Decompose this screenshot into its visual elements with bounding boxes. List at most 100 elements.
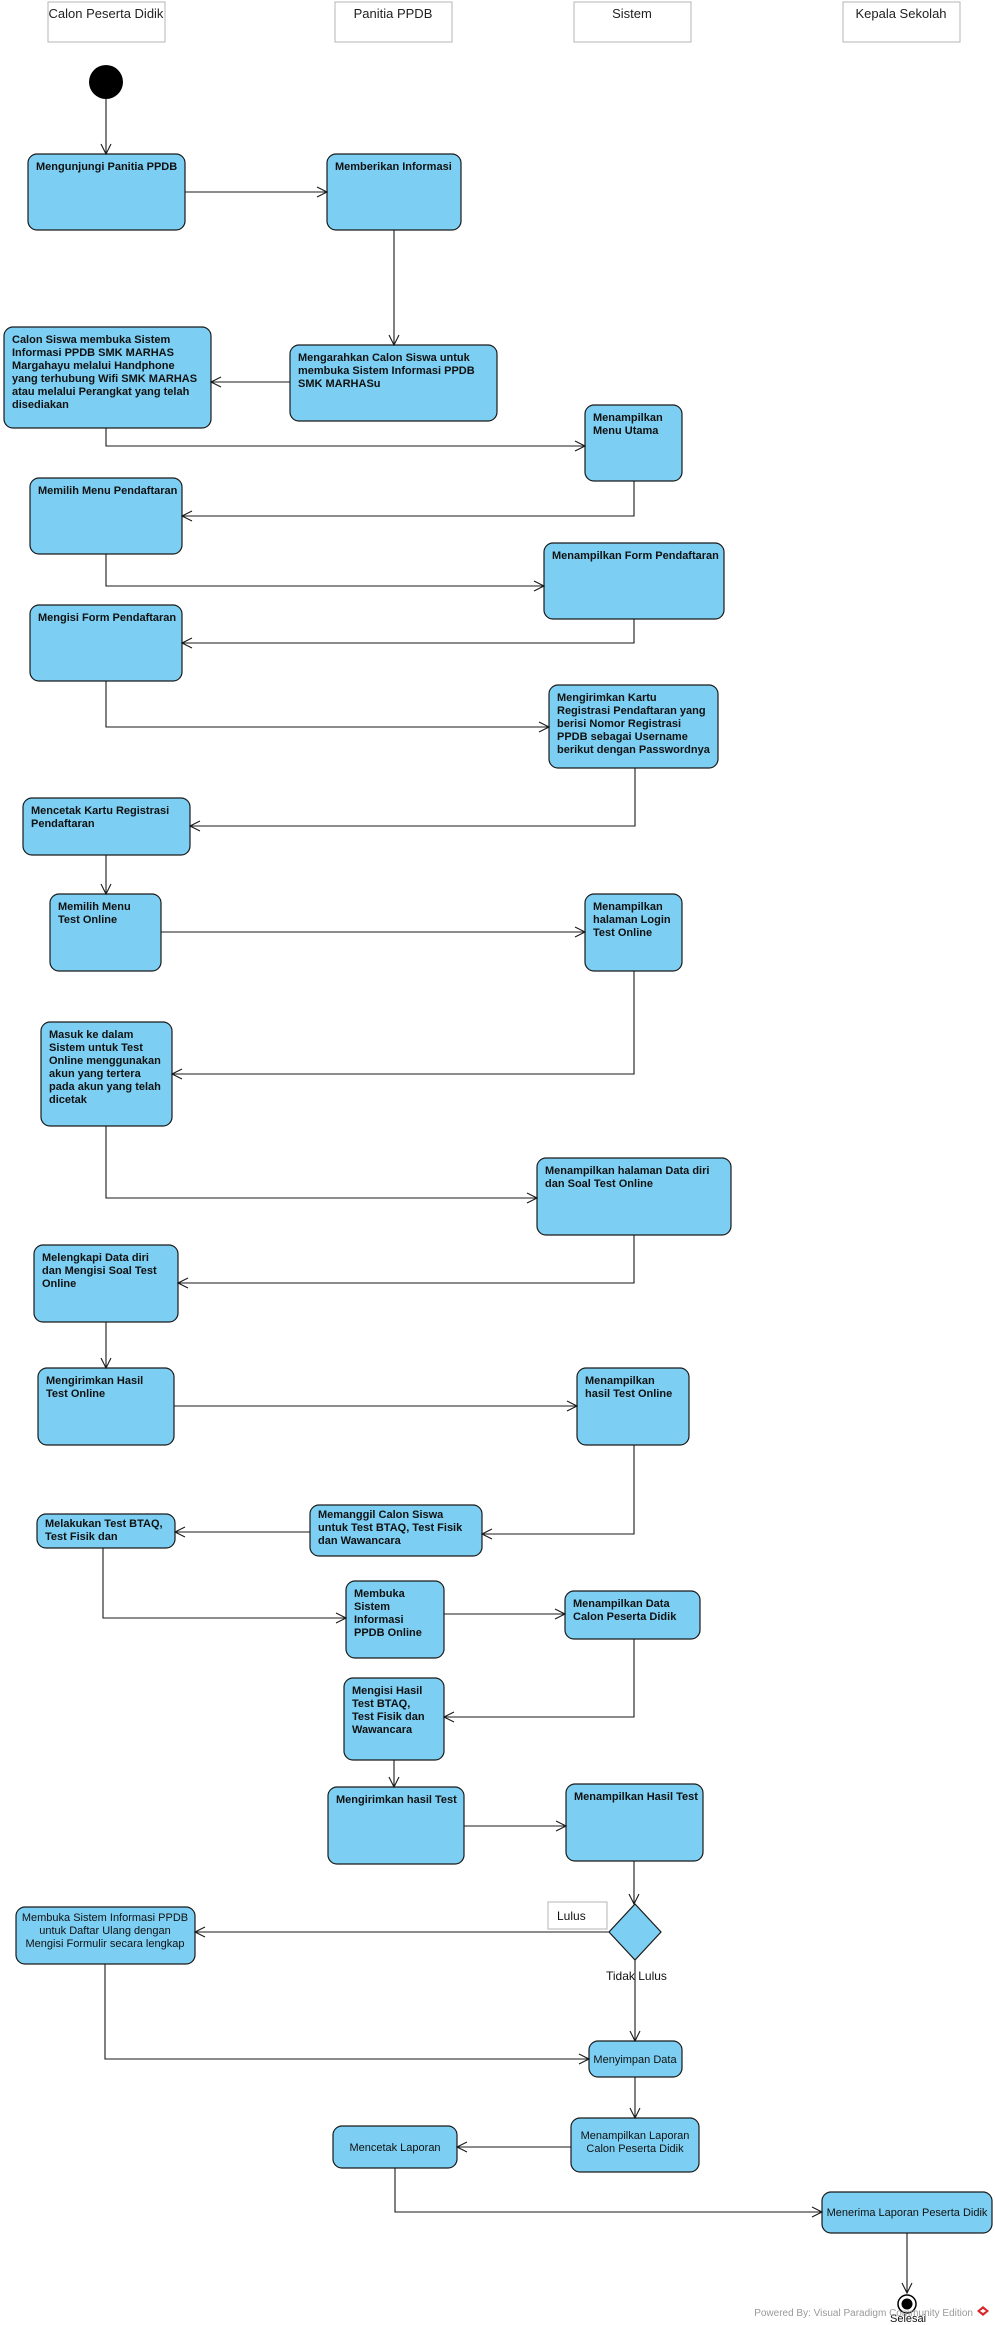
activity-label-line: Menampilkan halaman Data diri: [545, 1165, 709, 1177]
activity-memberikan-informasi[interactable]: Memberikan Informasi: [326, 153, 462, 231]
activity-label: Menampilkan Hasil Test: [574, 1791, 698, 1803]
guard-lulus-box: [547, 1901, 608, 1930]
activity-label: Memberikan Informasi: [335, 161, 452, 173]
activity-label-line: Informasi PPDB SMK MARHAS: [12, 347, 174, 359]
activity-label-line: Online: [42, 1278, 76, 1290]
activity-label: Memilih Menu Pendaftaran: [38, 485, 178, 497]
activity-label-line: hasil Test Online: [585, 1388, 672, 1400]
activity-label-line: PPDB sebagai Username: [557, 731, 688, 743]
activity-label-line: Membuka: [354, 1588, 406, 1600]
guard-tidak-lulus: Tidak Lulus: [606, 1969, 667, 1983]
activity-label-line: Test Fisik dan: [352, 1711, 425, 1723]
activity-label-line: Menampilkan: [585, 1375, 655, 1387]
lane-title: Panitia PPDB: [354, 6, 433, 21]
activity-label-line: Pendaftaran: [31, 818, 95, 830]
initial-node: [89, 65, 123, 99]
activity-label-line: Mengarahkan Calon Siswa untuk: [298, 352, 471, 364]
activity-label-line: dan Wawancara: [318, 1535, 402, 1547]
activity-label-line: Menerima Laporan Peserta Didik: [827, 2207, 988, 2219]
activity-label-line: Menampilkan: [593, 412, 663, 424]
lane-title: Kepala Sekolah: [855, 6, 946, 21]
lane-title: Calon Peserta Didik: [49, 6, 164, 21]
activity-label-line: Mengisi Formulir secara lengkap: [26, 1938, 185, 1950]
activity-label: Menerima Laporan Peserta Didik: [827, 2207, 988, 2219]
activity-label-line: yang terhubung Wifi SMK MARHAS: [12, 373, 197, 385]
activity-label-line: Mengirimkan Hasil: [46, 1375, 143, 1387]
activity-menampilkan-hasil-test[interactable]: Menampilkan Hasil Test: [565, 1783, 704, 1862]
activity-menerima-laporan[interactable]: Menerima Laporan Peserta Didik: [821, 2191, 993, 2234]
activity-label-line: pada akun yang telah: [49, 1081, 161, 1093]
activity-label-line: Mengunjungi Panitia PPDB: [36, 161, 177, 173]
activity-label-line: Margahayu melalui Handphone: [12, 360, 175, 372]
activity-label-line: Mengirimkan hasil Test: [336, 1794, 457, 1806]
activity-label-line: SMK MARHASu: [298, 378, 381, 390]
activity-label-line: Sistem: [354, 1601, 390, 1613]
activity-label-line: Test Online: [58, 914, 117, 926]
lane-kepala-sekolah: Kepala Sekolah: [842, 1, 961, 43]
activity-mencetak-laporan[interactable]: Mencetak Laporan: [332, 2125, 458, 2169]
lane-sistem: Sistem: [573, 1, 692, 43]
activity-label-line: dan Mengisi Soal Test: [42, 1265, 157, 1277]
activity-label-line: atau melalui Perangkat yang telah: [12, 386, 190, 398]
activity-label: Mencetak Laporan: [349, 2142, 440, 2154]
activity-menampilkan-form[interactable]: Menampilkan Form Pendaftaran: [543, 542, 725, 620]
activity-label-line: Memilih Menu Pendaftaran: [38, 485, 178, 497]
visual-paradigm-logo-icon: [977, 2306, 989, 2316]
activity-label: Mengunjungi Panitia PPDB: [36, 161, 177, 173]
activity-label-line: Melengkapi Data diri: [42, 1252, 149, 1264]
activity-melakukan-test-btaq[interactable]: Melakukan Test BTAQ,Test Fisik dan: [36, 1513, 176, 1549]
activity-menyimpan-data[interactable]: Menyimpan Data: [588, 2040, 683, 2078]
activity-label-line: Test Online: [46, 1388, 105, 1400]
activity-label-line: Menampilkan Form Pendaftaran: [552, 550, 719, 562]
activity-label-line: Menyimpan Data: [593, 2054, 677, 2066]
activity-label-line: dan Soal Test Online: [545, 1178, 653, 1190]
activity-label-line: membuka Sistem Informasi PPDB: [298, 365, 475, 377]
activity-label-line: akun yang tertera: [49, 1068, 142, 1080]
activity-label: Menyimpan Data: [593, 2054, 677, 2066]
activity-mengisi-form[interactable]: Mengisi Form Pendaftaran: [29, 604, 183, 682]
activity-label-line: Sistem untuk Test: [49, 1042, 143, 1054]
activity-label-line: Calon Siswa membuka Sistem: [12, 334, 171, 346]
activity-label-line: berikut dengan Passwordnya: [557, 744, 711, 756]
activity-label-line: Test BTAQ,: [352, 1698, 410, 1710]
activity-memilih-menu-pendaftaran[interactable]: Memilih Menu Pendaftaran: [29, 477, 183, 555]
activity-mengunjungi-panitia[interactable]: Mengunjungi Panitia PPDB: [27, 153, 186, 231]
activity-mengirimkan-hasil-test[interactable]: Mengirimkan hasil Test: [327, 1786, 465, 1865]
activity-label-line: Menampilkan Hasil Test: [574, 1791, 698, 1803]
activity-label-line: Memberikan Informasi: [335, 161, 452, 173]
activity-label-line: Mencetak Kartu Registrasi: [31, 805, 169, 817]
lane-panitia-ppdb: Panitia PPDB: [334, 1, 453, 43]
activity-label-line: Mengisi Form Pendaftaran: [38, 612, 176, 624]
